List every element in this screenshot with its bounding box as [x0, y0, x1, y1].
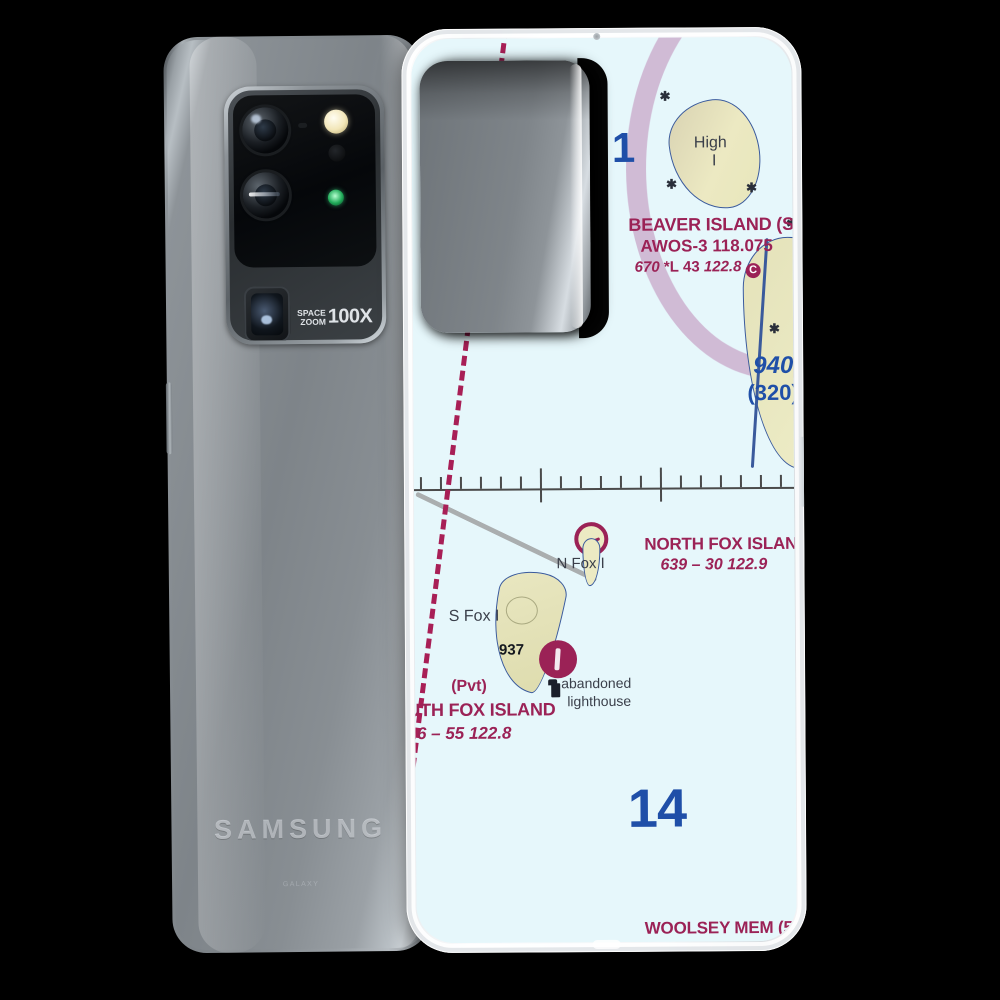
space-zoom-label-line2: ZOOM — [300, 316, 326, 327]
beaver-island-awos: AWOS-3 118.075 — [640, 235, 773, 256]
case-top-pinhole — [593, 33, 601, 41]
beaver-island-data-line: 670 *L 43 122.8 C — [634, 258, 761, 279]
s-fox-island-label: S Fox I — [448, 607, 500, 625]
high-island-label: High — [693, 134, 727, 152]
obstruction-icon: ✱ — [659, 88, 671, 104]
beaver-island-airport-name: BEAVER ISLAND (SJX — [628, 213, 797, 235]
south-fox-island-data-line: 16 – 55 122.8 — [411, 723, 512, 744]
case-bottom-port-cover — [592, 939, 621, 950]
wide-lens-icon — [241, 107, 289, 154]
sensor-icon — [328, 144, 346, 162]
space-zoom-value: 100X — [327, 305, 373, 328]
beaver-ctaf-freq: 122.8 — [703, 258, 742, 276]
south-fox-private-tag: (Pvt) — [451, 677, 487, 695]
beaver-runway-length: 43 — [682, 258, 700, 276]
elevation-320: (320) — [747, 379, 797, 406]
woolsey-mem-airport-name: WOOLSEY MEM (5D — [644, 917, 797, 938]
abandoned-label: abandoned — [561, 674, 632, 692]
sector-number-1: 1 — [611, 123, 635, 171]
laser-autofocus-icon — [327, 189, 344, 206]
woolsey-mem-data-line: 628 *L 36 122.9 — [655, 940, 769, 943]
camera-module: SPACE ZOOM 100X — [223, 85, 387, 345]
n-fox-island-label: N Fox I — [556, 554, 605, 573]
lighthouse-icon — [551, 683, 561, 698]
sector-number-14: 14 — [627, 778, 687, 839]
space-zoom-badge: SPACE ZOOM 100X — [297, 305, 373, 328]
samsung-brand-text: SAMSUNG — [213, 813, 388, 845]
south-fox-airport-symbol — [538, 640, 578, 679]
obstruction-icon: ✱ — [666, 176, 678, 192]
north-fox-island-data-line: 639 – 30 122.9 — [660, 556, 768, 574]
high-island-label-2: I — [711, 152, 717, 170]
elevation-937: 937 — [498, 641, 525, 659]
led-flash-icon — [323, 109, 349, 134]
obstruction-icon: ✱ — [746, 180, 758, 196]
front-phone-case: ✱ ✱ ✱ ✱ ✱ High I BEAVER ISLAND (SJX AWOS… — [401, 26, 807, 954]
camera-cutout-highlight — [569, 64, 584, 329]
south-fox-island-airport-name: UTH FOX ISLAND — [411, 699, 556, 721]
ultrawide-lens-icon — [242, 172, 290, 219]
lighthouse-label: lighthouse — [567, 692, 632, 710]
camera-cutout — [419, 60, 592, 334]
elevation-940: 940 — [753, 351, 794, 380]
volume-button[interactable] — [165, 382, 173, 455]
rear-phone-back: SPACE ZOOM 100X SAMSUNG GALAXY — [163, 34, 431, 954]
case-power-button-cover[interactable] — [798, 436, 807, 507]
beaver-elevation: 670 — [634, 258, 660, 276]
periscope-telephoto-lens-icon — [243, 286, 291, 341]
north-fox-island-airport-name: NORTH FOX ISLAND — [644, 533, 797, 554]
beaver-lighting: *L — [663, 258, 679, 276]
microphone-icon — [298, 122, 308, 128]
camera-module-inner: SPACE ZOOM 100X — [227, 89, 383, 341]
ctaf-badge-icon: C — [745, 263, 761, 279]
obstruction-icon: ✱ — [768, 320, 780, 336]
